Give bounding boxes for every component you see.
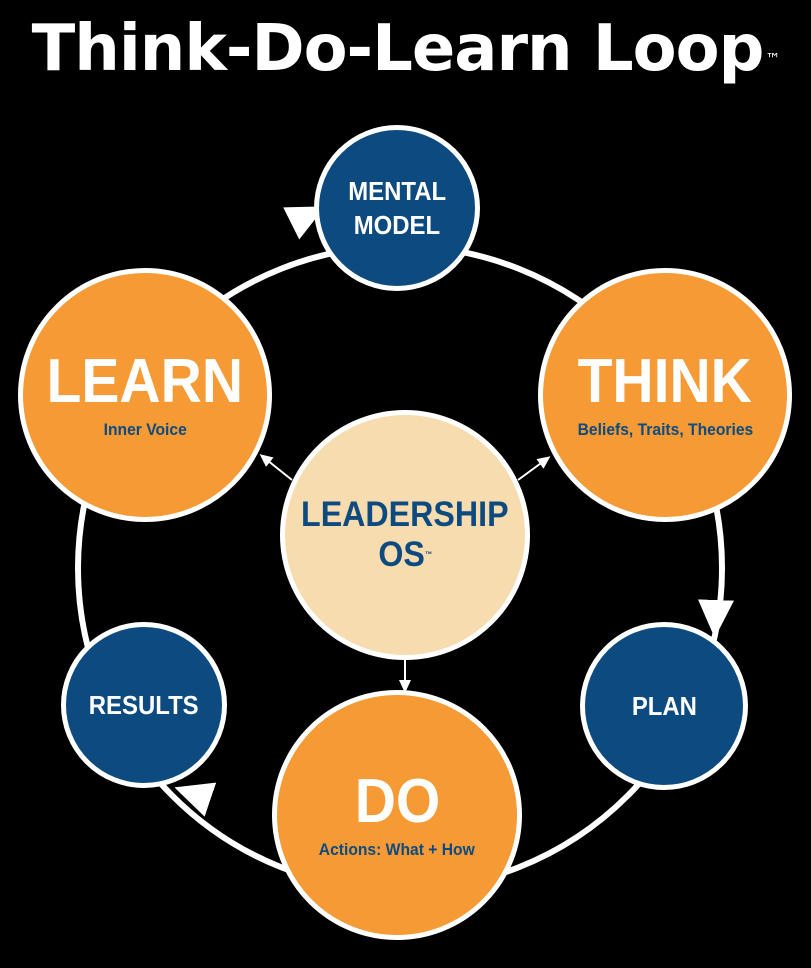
plan-label: PLAN: [631, 691, 697, 721]
learn-label: LEARN: [46, 347, 244, 416]
title-trademark: ™: [765, 50, 780, 68]
think-label: THINK: [577, 347, 753, 416]
do-label: DO: [354, 767, 440, 836]
mental-model-line2: MODEL: [353, 210, 441, 240]
arrow-os-to-learn: [259, 454, 293, 481]
mental-model-line1: MENTAL: [348, 176, 446, 206]
arrow-os-to-think: [517, 456, 551, 481]
node-results: RESULTS: [61, 622, 227, 788]
think-subtitle: Beliefs, Traits, Theories: [577, 420, 753, 439]
leadership-os-trademark: ™: [424, 550, 432, 559]
learn-subtitle: Inner Voice: [103, 420, 187, 439]
leadership-os-line1: LEADERSHIP: [301, 495, 509, 534]
do-subtitle: Actions: What + How: [319, 840, 475, 859]
leadership-os-line2: OS™: [378, 535, 432, 574]
node-learn: LEARN Inner Voice: [18, 268, 272, 522]
node-do: DO Actions: What + How: [272, 690, 522, 940]
node-leadership-os: LEADERSHIP OS™: [280, 410, 530, 660]
node-mental-model: MENTAL MODEL: [314, 125, 480, 291]
results-label: RESULTS: [89, 690, 199, 720]
node-plan: PLAN: [580, 622, 748, 790]
node-think: THINK Beliefs, Traits, Theories: [538, 268, 792, 522]
